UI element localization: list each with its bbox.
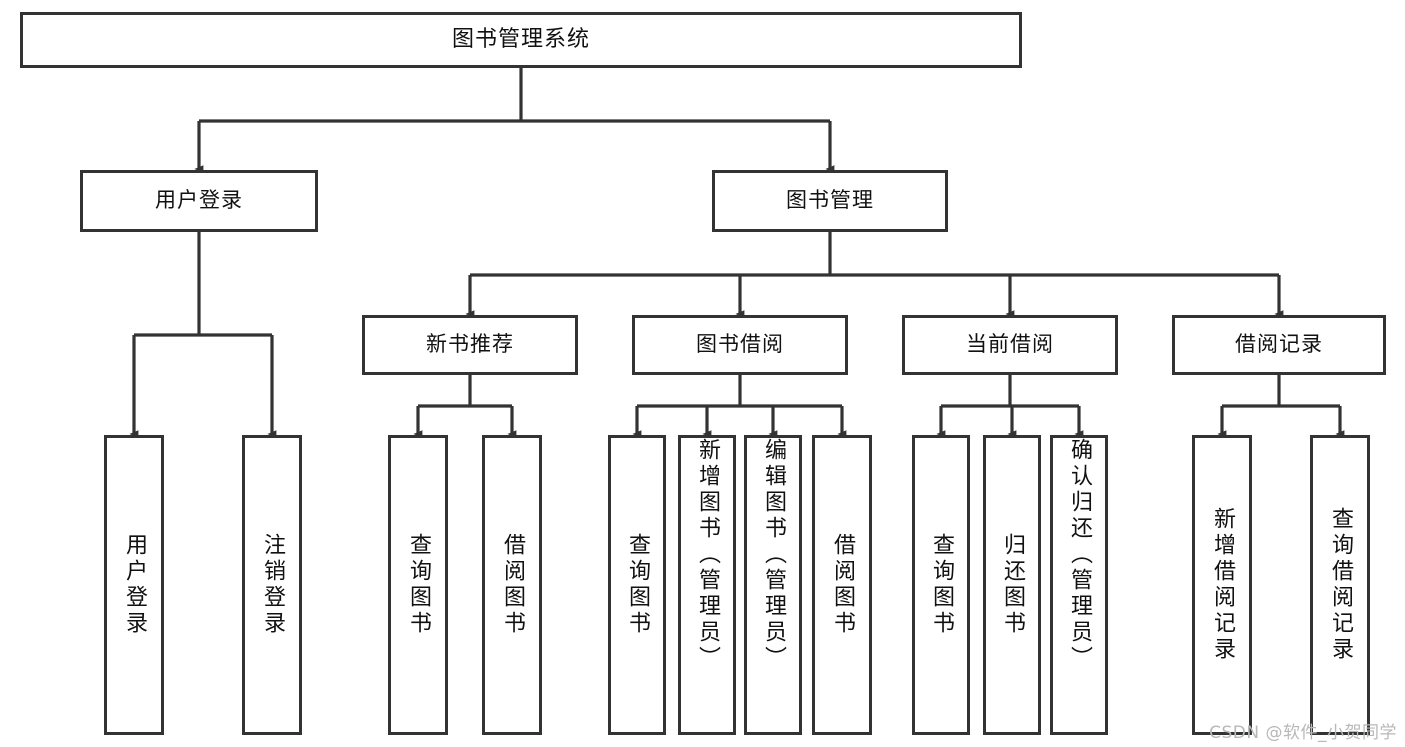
node-new-book-rec[interactable]: 新书推荐 bbox=[362, 315, 578, 375]
node-user-login-label: 用户登录 bbox=[155, 188, 243, 213]
node-root-label: 图书管理系统 bbox=[451, 26, 590, 52]
leaf-edit-book[interactable]: 编辑图书（管理员） bbox=[744, 435, 802, 735]
leaf-query-book-1[interactable]: 查询图书 bbox=[388, 435, 448, 735]
node-borrow-record[interactable]: 借阅记录 bbox=[1172, 315, 1386, 375]
leaf-add-book[interactable]: 新增图书（管理员） bbox=[678, 435, 736, 735]
leaf-query-book-2[interactable]: 查询图书 bbox=[608, 435, 666, 735]
leaf-add-record[interactable]: 新增借阅记录 bbox=[1192, 435, 1252, 735]
leaf-logout[interactable]: 注销登录 bbox=[242, 435, 302, 735]
leaf-borrow-book-1[interactable]: 借阅图书 bbox=[482, 435, 542, 735]
node-root[interactable]: 图书管理系统 bbox=[20, 12, 1022, 68]
leaf-query-book-3-label: 查询图书 bbox=[929, 533, 954, 637]
leaf-return-book-label: 归还图书 bbox=[1000, 533, 1025, 637]
leaf-add-record-label: 新增借阅记录 bbox=[1210, 507, 1235, 663]
watermark: CSDN @软件_小贺同学 bbox=[1209, 723, 1397, 743]
leaf-query-record[interactable]: 查询借阅记录 bbox=[1310, 435, 1370, 735]
node-current-borrow-label: 当前借阅 bbox=[966, 332, 1054, 357]
node-book-manage-label: 图书管理 bbox=[786, 188, 874, 213]
leaf-add-book-label: 新增图书（管理员） bbox=[695, 438, 720, 672]
leaf-confirm-return[interactable]: 确认归还（管理员） bbox=[1050, 435, 1108, 735]
leaf-return-book[interactable]: 归还图书 bbox=[983, 435, 1041, 735]
leaf-borrow-book-2[interactable]: 借阅图书 bbox=[812, 435, 872, 735]
leaf-edit-book-label: 编辑图书（管理员） bbox=[761, 438, 786, 672]
node-new-book-rec-label: 新书推荐 bbox=[426, 332, 514, 357]
node-borrow-record-label: 借阅记录 bbox=[1235, 332, 1323, 357]
leaf-borrow-book-1-label: 借阅图书 bbox=[500, 533, 525, 637]
leaf-confirm-return-label: 确认归还（管理员） bbox=[1067, 438, 1092, 672]
leaf-user-login-label: 用户登录 bbox=[122, 533, 147, 637]
node-book-borrow-label: 图书借阅 bbox=[696, 332, 784, 357]
leaf-logout-label: 注销登录 bbox=[260, 533, 285, 637]
node-book-manage[interactable]: 图书管理 bbox=[712, 170, 948, 232]
leaf-query-book-3[interactable]: 查询图书 bbox=[912, 435, 970, 735]
leaf-query-book-2-label: 查询图书 bbox=[625, 533, 650, 637]
leaf-query-record-label: 查询借阅记录 bbox=[1328, 507, 1353, 663]
node-book-borrow[interactable]: 图书借阅 bbox=[632, 315, 848, 375]
leaf-user-login[interactable]: 用户登录 bbox=[104, 435, 164, 735]
node-current-borrow[interactable]: 当前借阅 bbox=[902, 315, 1118, 375]
leaf-query-book-1-label: 查询图书 bbox=[406, 533, 431, 637]
leaf-borrow-book-2-label: 借阅图书 bbox=[830, 533, 855, 637]
node-user-login[interactable]: 用户登录 bbox=[80, 170, 318, 232]
